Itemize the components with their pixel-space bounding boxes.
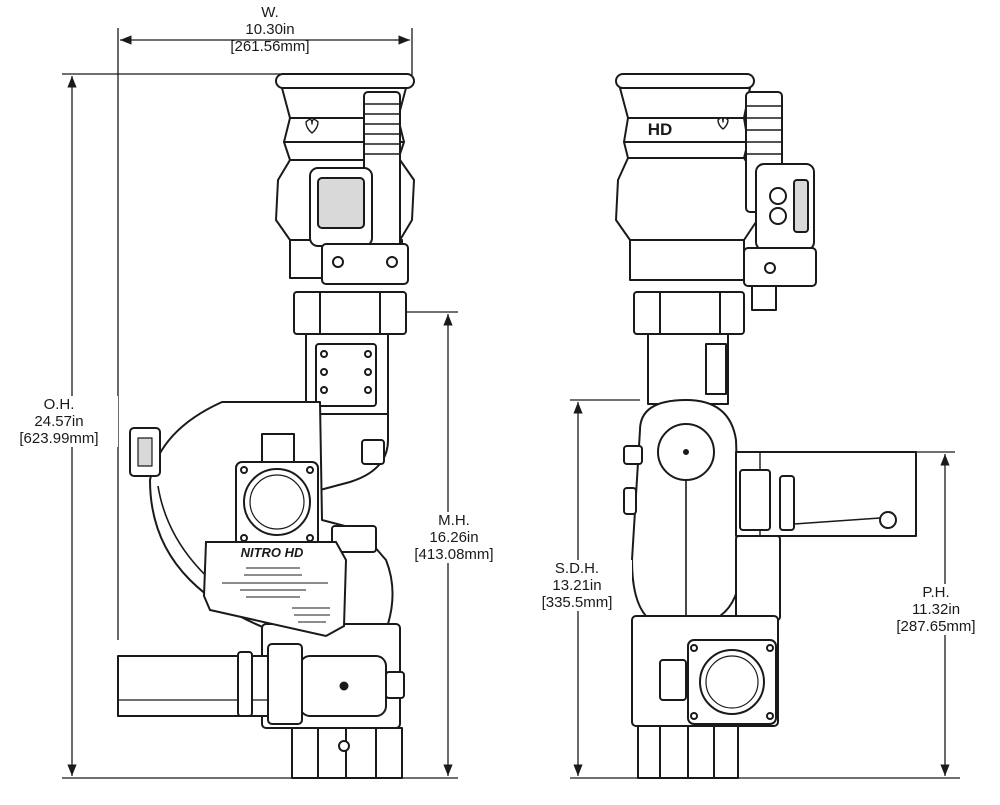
overall-height-label-metric: [623.99mm] bbox=[19, 430, 99, 447]
side-view-monitor: HD bbox=[615, 73, 917, 779]
sdh-label-name: S.D.H. bbox=[554, 560, 600, 577]
nameplate: NITRO HD bbox=[202, 541, 348, 638]
nozzle-lip bbox=[275, 73, 415, 89]
side-nozzle-body bbox=[615, 157, 759, 241]
nameplate-body bbox=[202, 541, 348, 638]
mount-height-label: M.H. 16.26in [413.08mm] bbox=[400, 512, 508, 563]
width-label-metric: [261.56mm] bbox=[230, 38, 310, 55]
side-nozzle-lip bbox=[615, 73, 755, 89]
ph-label-imperial: 11.32in bbox=[911, 601, 961, 618]
mount-height-label-metric: [413.08mm] bbox=[414, 546, 494, 563]
riser-plate bbox=[315, 343, 377, 407]
width-label-imperial: 10.30in bbox=[245, 21, 295, 38]
width-label-name: W. bbox=[261, 4, 279, 21]
upper-elbow bbox=[305, 413, 389, 491]
front-view-monitor bbox=[117, 73, 415, 779]
overall-height-label: O.H. 24.57in [623.99mm] bbox=[0, 396, 118, 447]
nameplate-title: NITRO HD bbox=[241, 545, 304, 560]
swivel-collar bbox=[293, 291, 407, 335]
side-handle-knob bbox=[879, 511, 897, 529]
overall-height-label-imperial: 24.57in bbox=[34, 413, 84, 430]
actuator-mount bbox=[321, 243, 409, 285]
side-nozzle-lower bbox=[629, 239, 745, 281]
sdh-label: S.D.H. 13.21in [335.5mm] bbox=[522, 560, 632, 611]
side-swivel-collar bbox=[633, 291, 745, 335]
sdh-label-metric: [335.5mm] bbox=[541, 594, 613, 611]
mount-height-label-name: M.H. bbox=[438, 512, 470, 529]
flange-bracket bbox=[261, 433, 295, 463]
nameplate-fineprint bbox=[222, 567, 330, 623]
sdh-label-imperial: 13.21in bbox=[552, 577, 602, 594]
ph-label-name: P.H. bbox=[922, 584, 950, 601]
width-label: W. 10.30in [261.56mm] bbox=[205, 4, 335, 55]
ph-label: P.H. 11.32in [287.65mm] bbox=[876, 584, 996, 635]
ph-label-metric: [287.65mm] bbox=[896, 618, 976, 635]
side-mark-hd: HD bbox=[648, 120, 673, 139]
mount-height-label-imperial: 16.26in bbox=[429, 529, 479, 546]
overall-height-label-name: O.H. bbox=[43, 396, 75, 413]
